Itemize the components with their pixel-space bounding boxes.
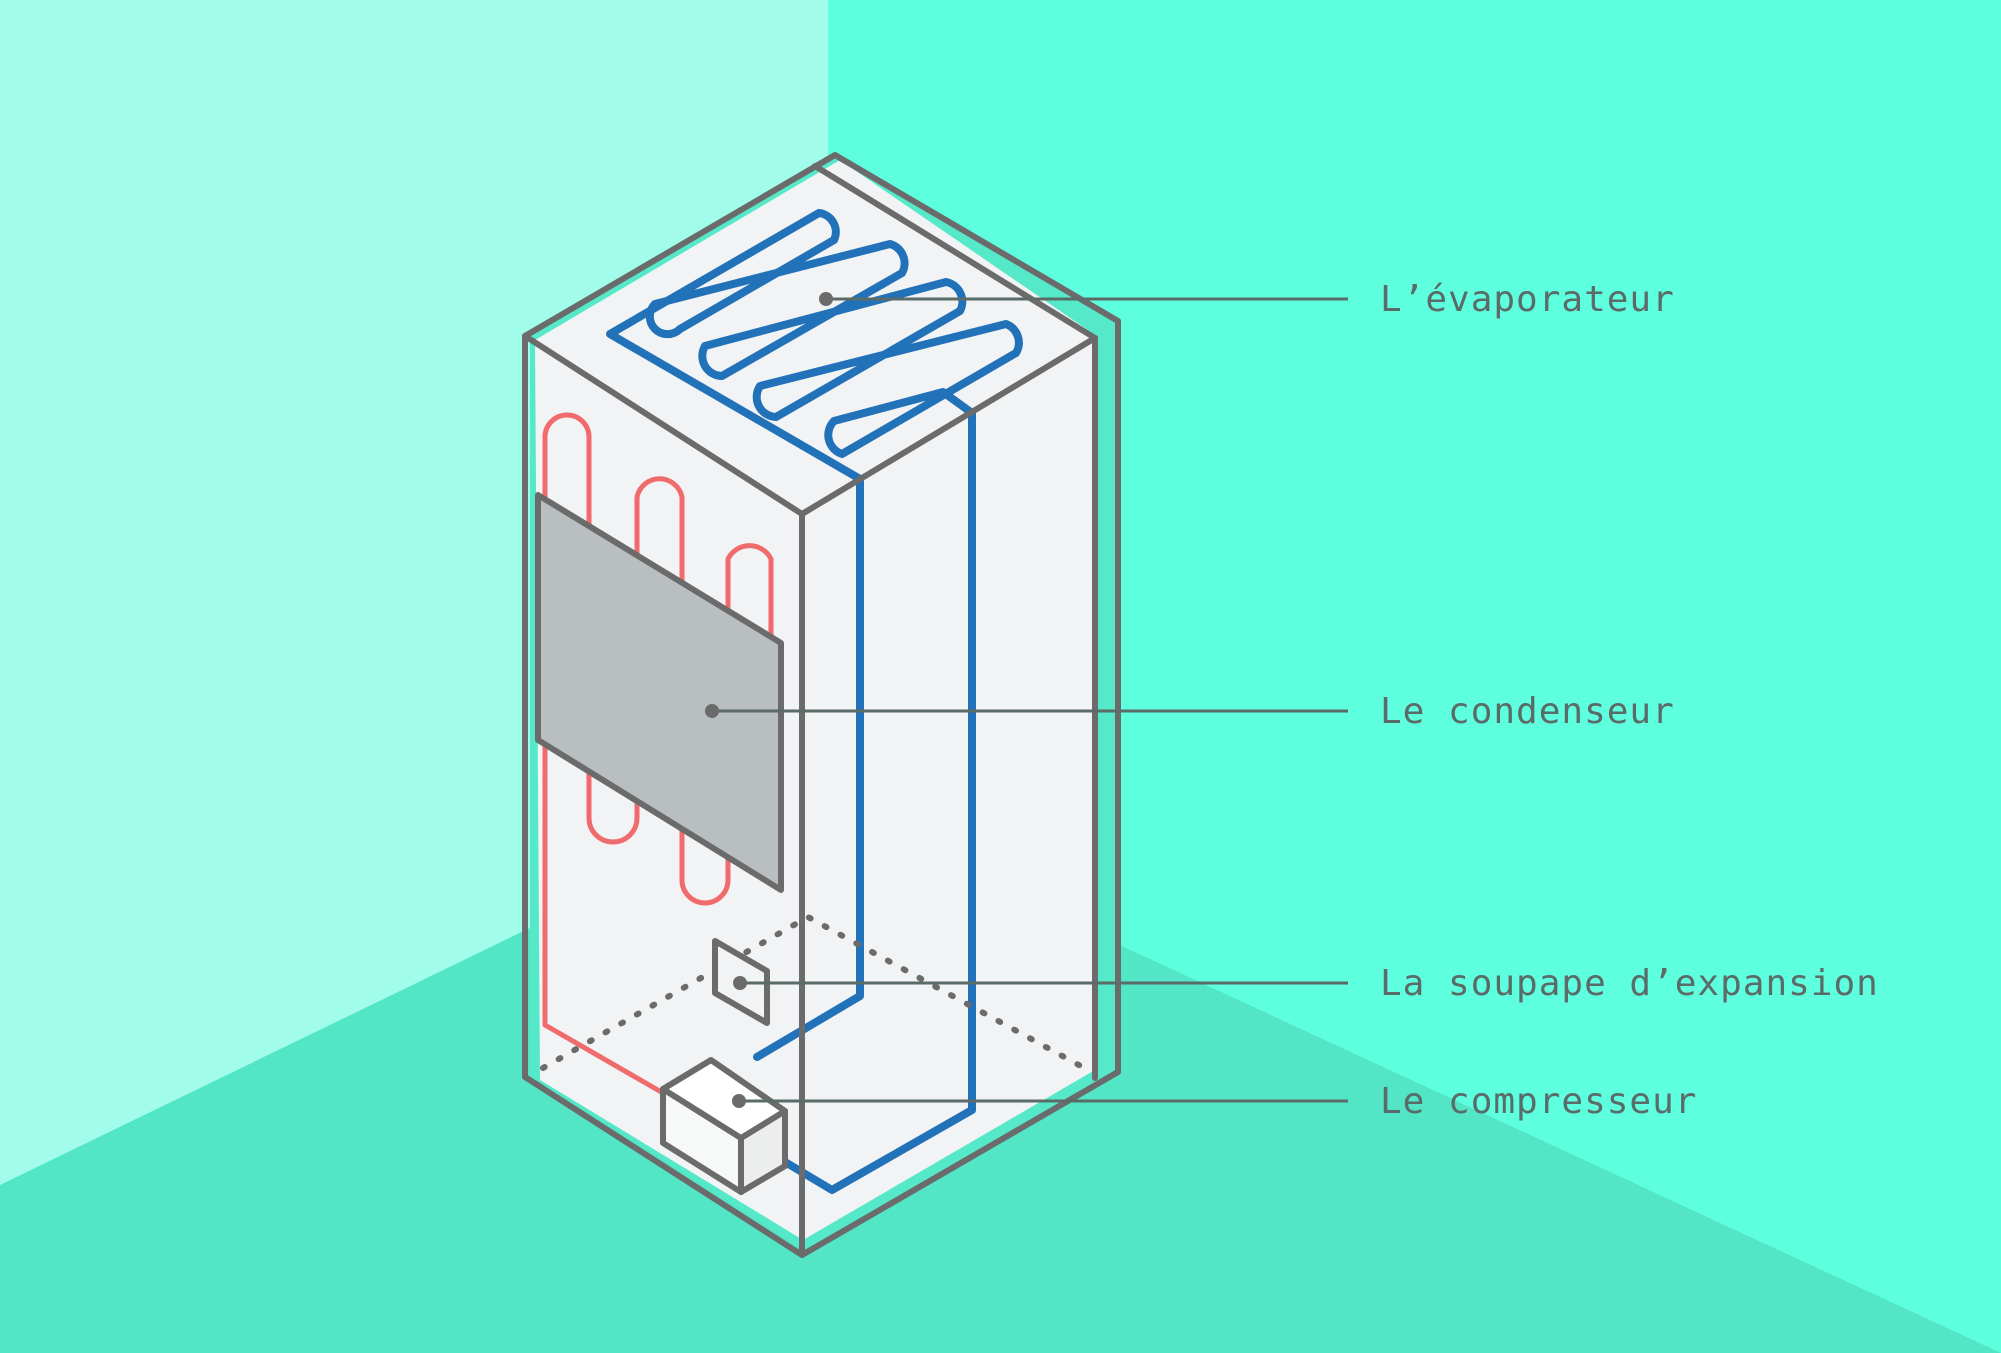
label-compressor: Le compresseur <box>1380 1081 1697 1122</box>
callout-dot-expansion-valve <box>733 976 747 990</box>
callouts: L’évaporateur Le condenseur La soupape d… <box>705 279 1879 1122</box>
callout-dot-condenser <box>705 704 719 718</box>
fridge-hidden-edges <box>540 914 1091 1073</box>
label-evaporator: L’évaporateur <box>1380 279 1675 320</box>
condenser-plate <box>535 492 784 893</box>
callout-expansion-valve: La soupape d’expansion <box>733 963 1879 1004</box>
evaporator-pipe <box>606 209 1023 1194</box>
callout-dot-evaporator <box>819 292 833 306</box>
label-condenser: Le condenseur <box>1380 691 1675 732</box>
fridge-outline-outer <box>522 152 1121 1258</box>
refrigerator-body <box>522 152 1121 1258</box>
compressor-box <box>660 1057 788 1195</box>
callout-evaporator: L’évaporateur <box>819 279 1675 320</box>
callout-condenser: Le condenseur <box>705 691 1675 732</box>
callout-compressor: Le compresseur <box>732 1081 1697 1122</box>
callout-dot-compressor <box>732 1094 746 1108</box>
fridge-top-back-edge <box>812 163 1098 341</box>
condenser-pipe <box>542 412 774 1096</box>
label-expansion-valve: La soupape d’expansion <box>1380 963 1879 1004</box>
compressor-top <box>660 1057 788 1141</box>
